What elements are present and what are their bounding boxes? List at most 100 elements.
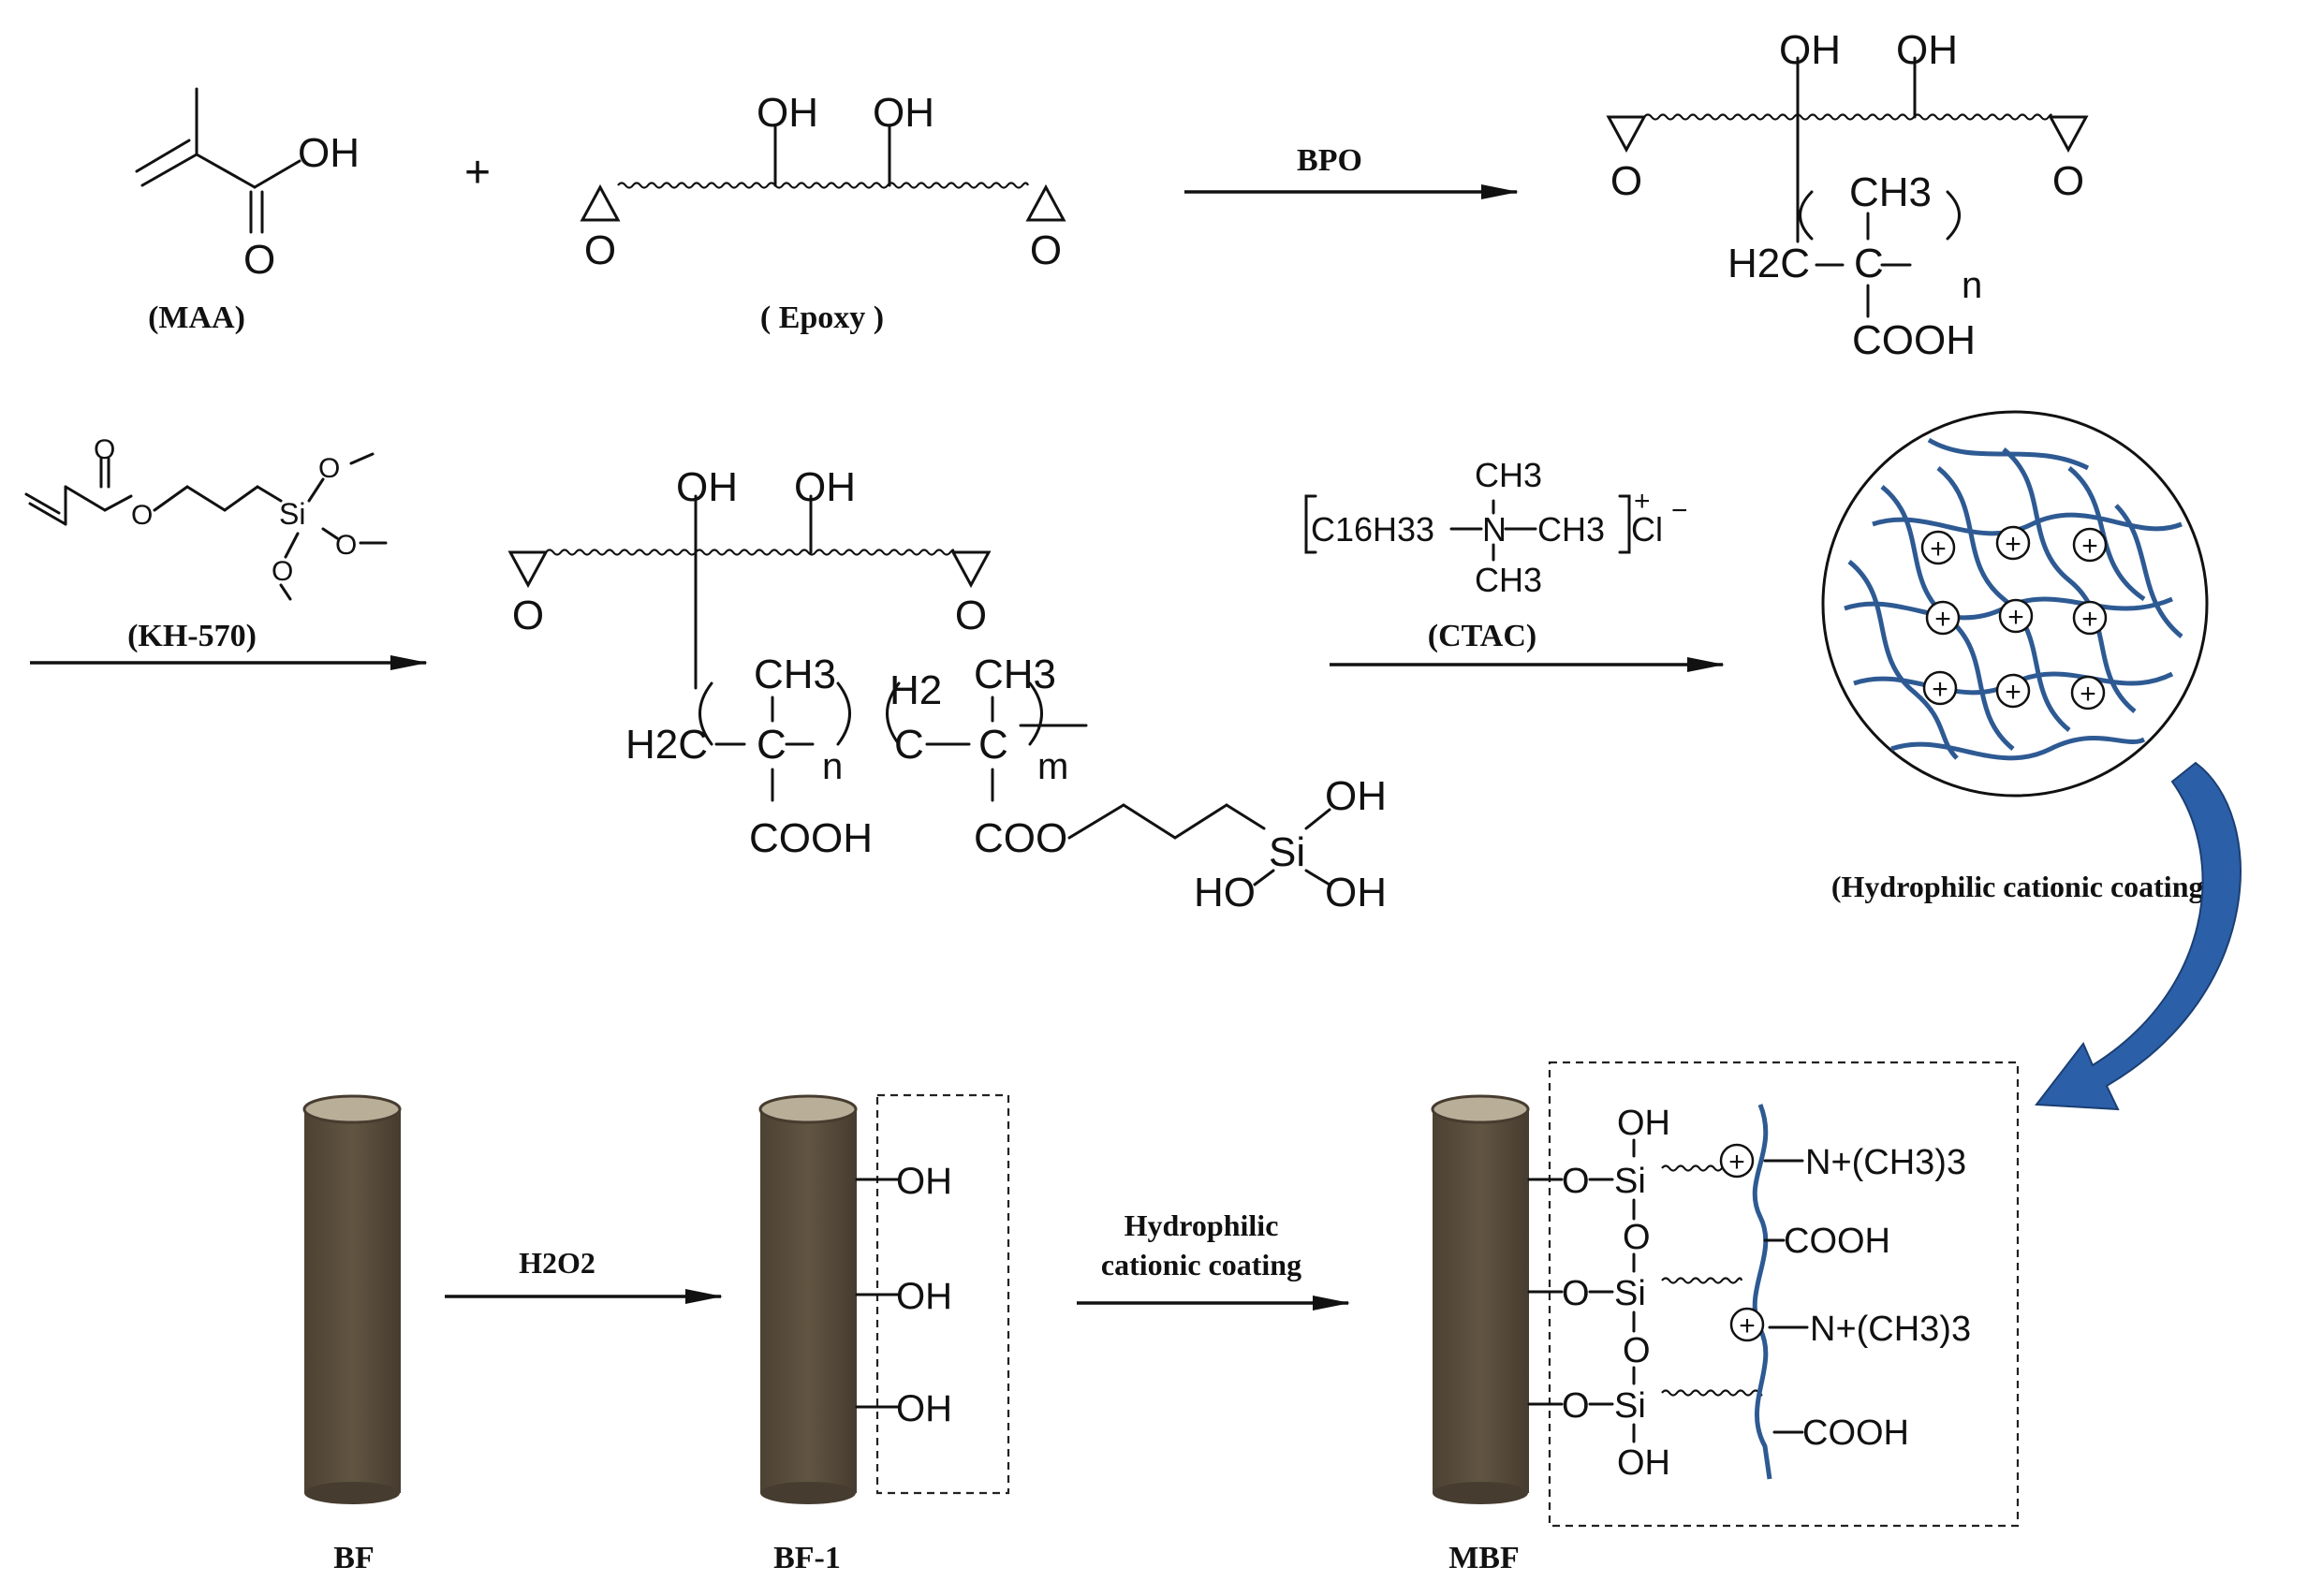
network-strand: [1847, 560, 1959, 760]
kh570-si: Si: [279, 497, 305, 531]
positive-charge-marker: +: [1995, 525, 2031, 561]
curved-blue-arrow: [2035, 761, 2242, 1111]
mbf-si-wavy-2: [1661, 1277, 1743, 1284]
mbf-blue-backbone: [1752, 1104, 1772, 1480]
bpo-arrow: BPO: [1184, 143, 1519, 199]
p1-oh1: OH: [1779, 27, 1841, 73]
kh570-molecule: O O Si O O O (KH-570): [24, 434, 428, 670]
network-strand: [1872, 512, 2183, 536]
mbf-cooh-2: COOH: [1802, 1413, 1909, 1453]
maa-oh: OH: [298, 130, 360, 176]
p1-h2c: H2C: [1727, 241, 1810, 286]
plus-sign: +: [464, 148, 491, 198]
mbf-nme3-1: N+(CH3)3: [1805, 1143, 1966, 1182]
network-strand: [2067, 466, 2146, 602]
p2-o2: O: [955, 593, 987, 638]
positive-charge-marker: +: [2070, 675, 2106, 710]
p2-chain: [545, 549, 955, 556]
mbf-o-link-1: O: [1623, 1218, 1651, 1257]
epoxy-label: ( Epoxy ): [760, 300, 884, 335]
svg-text:+: +: [1930, 534, 1947, 564]
p2-m: m: [1037, 746, 1068, 787]
network-strand: [1936, 466, 2071, 732]
coating-arrow-line2: cationic coating: [1101, 1248, 1301, 1281]
mbf-si-3: Si: [1614, 1386, 1646, 1426]
kh570-label: (KH-570): [127, 619, 257, 653]
svg-text:+: +: [2005, 529, 2021, 560]
bf1-label: BF-1: [773, 1541, 841, 1575]
product-1-molecule: O OH OH O H2C C CH3 n COOH: [1606, 27, 2089, 363]
mbf-si-2: Si: [1614, 1274, 1646, 1313]
bpo-label: BPO: [1297, 143, 1362, 178]
coating-arrow-line1: Hydrophilic: [1125, 1208, 1279, 1242]
ctac-ch3-b: CH3: [1475, 561, 1542, 599]
positive-charge-marker: +: [1998, 598, 2034, 634]
p2-ch3-2: CH3: [974, 652, 1056, 697]
mbf-detail-box: O O O Si Si Si OH O O OH + N+(CH3)3 COOH…: [1527, 1061, 2020, 1528]
ctac-ch3-r: CH3: [1537, 510, 1605, 549]
p2-c3: C: [978, 722, 1008, 768]
positive-charge-marker: +: [2072, 527, 2108, 563]
fiber-bf1: OH OH OH BF-1: [758, 1093, 1010, 1575]
p1-chain: [1643, 113, 2052, 121]
positive-charge-marker: +: [1922, 670, 1958, 706]
mbf-si-wavy-1: [1661, 1164, 1726, 1172]
kh570-o5: O: [272, 556, 293, 587]
p2-oh-c: HO: [1194, 870, 1256, 915]
coating-label: (Hydrophilic cationic coating): [1831, 870, 2213, 903]
p2-n: n: [822, 746, 843, 787]
p2-h2: H2: [889, 667, 942, 713]
p2-c2: C: [894, 722, 924, 768]
svg-text:+: +: [1932, 674, 1948, 705]
bf1-oh-3: OH: [896, 1388, 952, 1429]
kh570-o1: O: [94, 434, 115, 465]
maa-molecule: OH O (MAA): [135, 87, 360, 335]
p2-oh1: OH: [676, 464, 738, 510]
svg-text:+: +: [1728, 1147, 1745, 1178]
p1-oh2: OH: [1896, 27, 1958, 73]
maa-o: O: [243, 237, 275, 283]
epoxy-o1: O: [584, 227, 616, 273]
mbf-o-link-2: O: [1623, 1331, 1651, 1370]
mbf-oh-top: OH: [1617, 1104, 1670, 1143]
svg-text:+: +: [1634, 486, 1651, 517]
positive-charge-marker: +: [1920, 530, 1956, 565]
p1-ch3: CH3: [1849, 169, 1932, 215]
epoxy-chain: [617, 182, 1030, 189]
bf-label: BF: [333, 1541, 374, 1575]
cationic-charge-markers: +++++++++: [1920, 525, 2108, 710]
mbf-o-left-3: O: [1562, 1386, 1590, 1426]
mbf-si-wavy-3: [1661, 1389, 1763, 1397]
mbf-o-left-1: O: [1562, 1162, 1590, 1201]
epoxy-molecule: O OH OH O ( Epoxy ): [580, 90, 1066, 335]
p2-oh-b: OH: [1325, 870, 1387, 915]
svg-text:+: +: [2081, 531, 2098, 562]
positive-charge-marker: +: [1995, 673, 2031, 709]
p2-o1: O: [512, 593, 544, 638]
p1-o1: O: [1610, 158, 1642, 204]
coating-network-illustration: +++++++++ (Hydrophilic cationic coating): [1821, 410, 2213, 903]
network-strand: [2114, 504, 2183, 638]
network-strand: [2002, 447, 2137, 713]
epoxy-oh1: OH: [757, 90, 818, 136]
fiber-bf: BF: [302, 1094, 402, 1575]
kh570-o4: O: [335, 530, 357, 561]
p2-si: Si: [1269, 829, 1305, 875]
mbf-si-1: Si: [1614, 1162, 1646, 1201]
product-2-molecule: O OH OH O H2C C n CH3 COOH H2 C C CH3 m …: [507, 464, 1387, 915]
ctac-cl: Cl: [1631, 510, 1663, 549]
p1-c: C: [1854, 241, 1884, 286]
mbf-label: MBF: [1448, 1541, 1520, 1575]
svg-text:+: +: [2081, 604, 2098, 635]
fiber-mbf: MBF: [1431, 1094, 1530, 1575]
p2-oh2: OH: [794, 464, 856, 510]
p1-cooh: COOH: [1852, 317, 1976, 363]
p2-h2c: H2C: [625, 722, 708, 768]
ctac-arrow: C16H33 N CH3 CH3 CH3 + Cl − (CTAC): [1304, 456, 1725, 672]
mbf-o-left-2: O: [1562, 1274, 1590, 1313]
epoxy-o2: O: [1030, 227, 1062, 273]
coating-arrow: Hydrophilic cationic coating: [1077, 1208, 1350, 1310]
mbf-cooh-1: COOH: [1784, 1222, 1890, 1261]
kh570-o2: O: [131, 500, 153, 531]
